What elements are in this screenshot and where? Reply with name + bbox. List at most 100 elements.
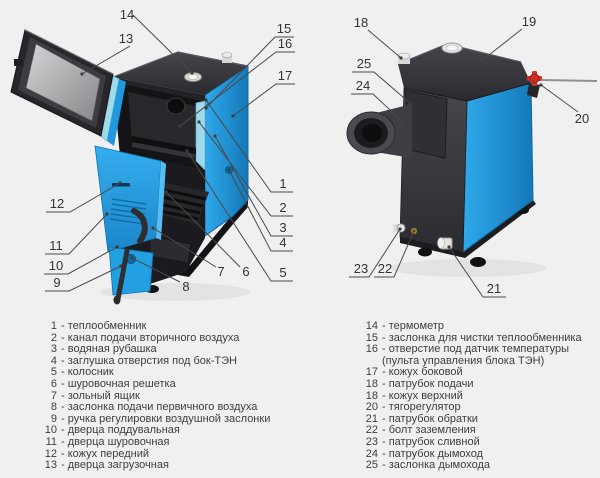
legend-item: 5 - колосник: [42, 367, 312, 379]
legend-item-continuation: (пульта управления блока ТЭН): [363, 355, 598, 368]
legend-num: 4: [50, 354, 57, 367]
legend-num: 24: [365, 447, 378, 460]
callout-5: 5: [279, 265, 286, 280]
brand-logo: [112, 183, 130, 187]
legend-item: 17- кожух боковой: [363, 367, 598, 379]
legend-item: 10 - дверца поддувальная: [42, 425, 312, 437]
legend-text: - шуровочная решетка: [61, 377, 176, 390]
callout-6: 6: [242, 264, 249, 279]
damper-rod-handle: [115, 248, 130, 302]
callout-17: 17: [278, 68, 292, 83]
stoking-door-handle: [131, 208, 148, 244]
front-cover: [94, 145, 166, 253]
legend-item: 8- заслонка подачи первичного воздуха: [42, 402, 312, 414]
legend-text: - кожух верхний: [382, 389, 463, 402]
legend-text: - дверца загрузочная: [61, 459, 169, 472]
legend-num: 14: [365, 320, 378, 332]
legend-num: 8: [50, 401, 57, 414]
legend-num: 1: [50, 320, 57, 332]
ash-box: [149, 235, 192, 264]
callout-12: 12: [50, 196, 64, 211]
legend-num: 2: [50, 331, 57, 344]
callout-4: 4: [279, 235, 286, 250]
callout-23: 23: [354, 261, 368, 276]
supply-pipe: [398, 56, 410, 64]
legend-text: - патрубок подачи: [382, 377, 474, 390]
callout-20: 20: [575, 111, 589, 126]
legend-item: 23- патрубок сливной: [363, 436, 598, 449]
top-fitting: [222, 55, 232, 63]
legend-num: 11: [45, 435, 57, 448]
legend-text: - заслонка для чистки теплообменника: [382, 331, 582, 344]
legend-item: 18 - патрубок подачи: [363, 377, 598, 391]
legend-text: - колосник: [61, 366, 114, 379]
legend-item: 20 - тягорегулятор: [363, 402, 598, 414]
legend-num: 13: [44, 459, 57, 472]
legend-text: - водяная рубашка: [61, 343, 157, 356]
legend-num: 15: [365, 331, 378, 344]
legend-num: 18: [365, 389, 378, 402]
legend-num: 18: [365, 377, 378, 390]
legend-text: - канал подачи вторичного воздуха: [61, 331, 240, 344]
legend-num: 12: [44, 447, 57, 460]
door-latch: [14, 59, 23, 66]
legend-num: 3: [50, 343, 57, 356]
loading-door: [10, 29, 114, 137]
legend-num: 20: [365, 401, 378, 414]
legend-text: - термометр: [382, 320, 445, 332]
legend-num: 17: [365, 366, 378, 379]
top-cover: [113, 52, 248, 95]
legend-text: - тягорегулятор: [382, 401, 461, 414]
legend-item: 22- болт заземления: [363, 425, 598, 437]
callout-24: 24: [356, 78, 370, 93]
legend-item: 14 - термометр: [363, 320, 598, 333]
legend-item: 11 - дверца шуровочная: [42, 435, 312, 449]
callout-21: 21: [487, 281, 501, 296]
callout-14: 14: [120, 7, 134, 22]
callout-15: 15: [277, 21, 291, 36]
legend-text: - дверца поддувальная: [61, 424, 180, 437]
callout-2: 2: [279, 200, 286, 215]
top-cover: [398, 44, 531, 101]
legend-item: 24 - патрубок дымоход: [363, 447, 598, 461]
legend-item: 3 - водяная рубашка: [42, 344, 312, 356]
callout-10: 10: [49, 258, 63, 273]
legend-column-left: 1- теплообменник 2- канал подачи вторичн…: [42, 320, 312, 472]
leader-lines: [44, 14, 579, 298]
legend-item: 2 - канал подачи вторичного воздуха: [42, 331, 312, 345]
legend-text: - патрубок дымоход: [382, 447, 484, 460]
legend-num: 25: [365, 459, 378, 472]
boiler-cutaway-figure: [10, 29, 250, 305]
callout-8: 8: [182, 279, 189, 294]
legend-item: 25- заслонка дымохода: [363, 460, 598, 472]
legend-column-right: 14 - термометр 15 - заслонка для чистки те…: [363, 320, 598, 472]
louvers: [109, 198, 147, 225]
legend-item: 21- патрубок обратки: [363, 412, 598, 426]
callout-7: 7: [217, 264, 224, 279]
legend-num: 10: [44, 424, 57, 437]
callout-1: 1: [279, 176, 286, 191]
legend-text: - дверца шуровочная: [61, 435, 170, 448]
chimney-assembly: [346, 89, 448, 159]
legend-item: 12 - кожух передний: [42, 447, 312, 461]
legend-num: 5: [50, 366, 57, 379]
legend-num: 6: [50, 377, 57, 390]
callout-13: 13: [119, 31, 133, 46]
callout-9: 9: [53, 275, 60, 290]
callout-22: 22: [378, 261, 392, 276]
boiler-rear-figure: [346, 42, 598, 277]
legend-text: - ручка регулировки воздушной заслонки: [61, 412, 271, 425]
legend-item: 15 - заслонка для чистки теплообменника: [363, 331, 598, 345]
callout-11: 11: [49, 238, 63, 253]
legend-text: - кожух передний: [61, 447, 150, 460]
foot: [418, 247, 432, 257]
heat-exchanger-hole: [166, 97, 186, 115]
legend-num: 9: [50, 412, 57, 425]
legend-num: 21: [365, 412, 378, 425]
legend-item: 9 - ручка регулировки воздушной заслонки: [42, 412, 312, 426]
legend: 1- теплообменник 2- канал подачи вторичн…: [0, 320, 600, 472]
legend-item: 13 - дверца загрузочная: [42, 460, 312, 472]
legend-num: 16: [365, 343, 378, 356]
callout-19: 19: [522, 14, 536, 29]
legend-item: 6 - шуровочная решетка: [42, 377, 312, 391]
